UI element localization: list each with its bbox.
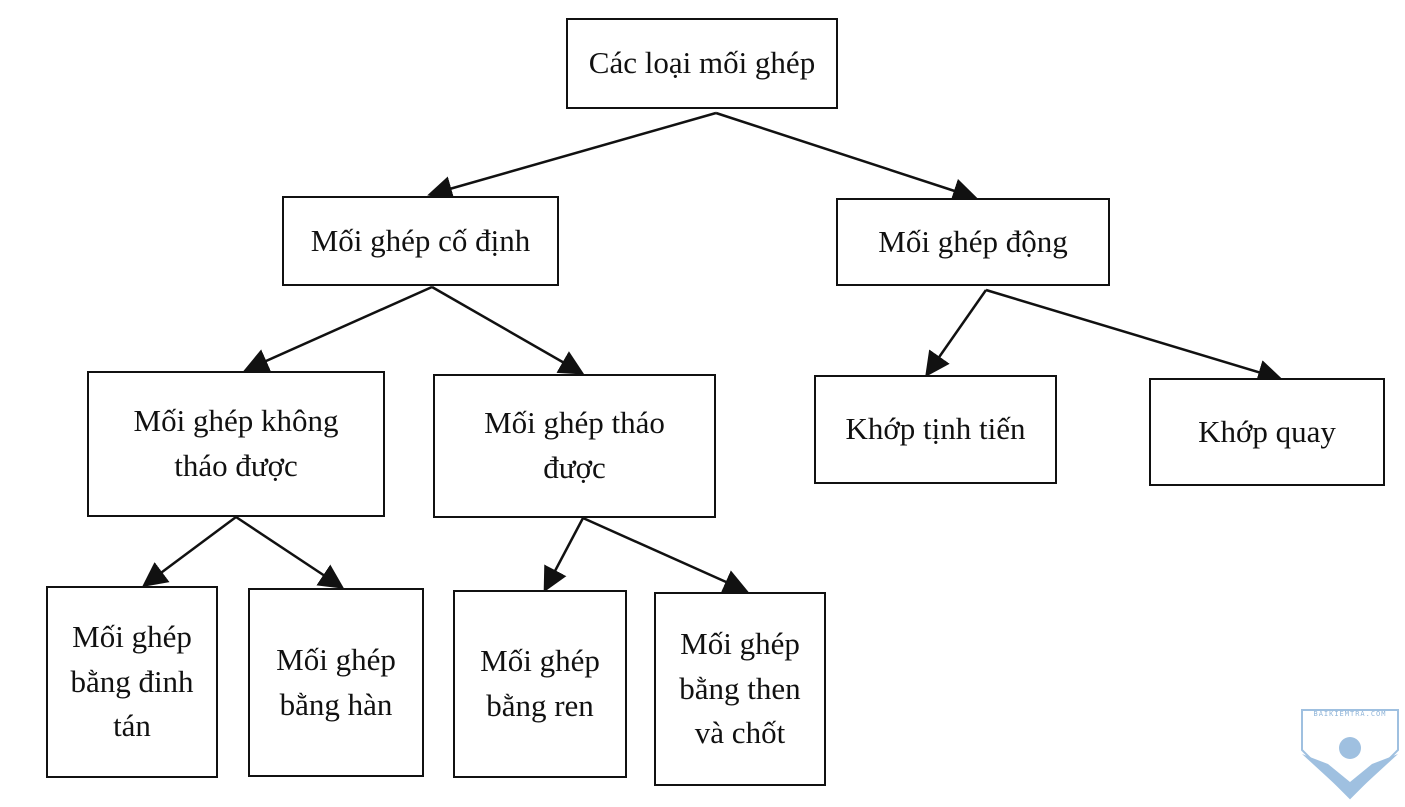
node-sliding-joint-label: Khớp tịnh tiến xyxy=(845,411,1026,447)
edge-moving-revolute xyxy=(985,288,1283,385)
edge-nondetachable-weld xyxy=(235,515,345,589)
edge-fixed-nondetachable xyxy=(243,285,433,373)
edge-detachable-thread xyxy=(543,517,585,593)
edge-moving-sliding xyxy=(925,289,988,378)
edge-nondetachable-rivet xyxy=(141,515,237,587)
edge-root-fixed xyxy=(427,111,717,201)
node-root-label: Các loại mối ghép xyxy=(588,45,816,81)
watermark-text: BAIKIEMTRA.COM xyxy=(1313,710,1387,718)
node-moving-label: Mối ghép động xyxy=(878,223,1068,259)
node-non-detachable: Mối ghép không tháo được xyxy=(87,371,385,517)
edge-root-moving xyxy=(715,111,978,203)
node-sliding-joint: Khớp tịnh tiến xyxy=(814,375,1057,484)
node-key-pin: Mối ghép bằng then và chốt xyxy=(654,592,826,786)
watermark-logo: BAIKIEMTRA.COM xyxy=(1300,708,1400,800)
node-fixed: Mối ghép cố định xyxy=(282,196,559,286)
node-rivet: Mối ghép bằng đinh tán xyxy=(46,586,218,778)
node-revolute-joint-label: Khớp quay xyxy=(1198,413,1336,449)
node-thread-label: Mối ghép bằng ren xyxy=(480,643,600,723)
node-key-pin-label: Mối ghép bằng then và chốt xyxy=(679,625,801,751)
node-revolute-joint: Khớp quay xyxy=(1149,378,1385,486)
node-fixed-label: Mối ghép cố định xyxy=(310,222,531,258)
node-root: Các loại mối ghép xyxy=(566,18,838,109)
node-weld-label: Mối ghép bằng hàn xyxy=(276,641,396,722)
edge-detachable-keypin xyxy=(582,516,749,594)
node-moving: Mối ghép động xyxy=(836,198,1110,286)
node-detachable-label: Mối ghép tháo được xyxy=(484,405,665,485)
node-weld: Mối ghép bằng hàn xyxy=(248,588,424,777)
edge-fixed-detachable xyxy=(431,285,585,375)
watermark-shield-icon xyxy=(1301,709,1399,800)
node-rivet-label: Mối ghép bằng đinh tán xyxy=(70,618,194,744)
node-thread: Mối ghép bằng ren xyxy=(453,590,627,778)
node-non-detachable-label: Mối ghép không tháo được xyxy=(133,403,339,483)
node-detachable: Mối ghép tháo được xyxy=(433,374,716,518)
